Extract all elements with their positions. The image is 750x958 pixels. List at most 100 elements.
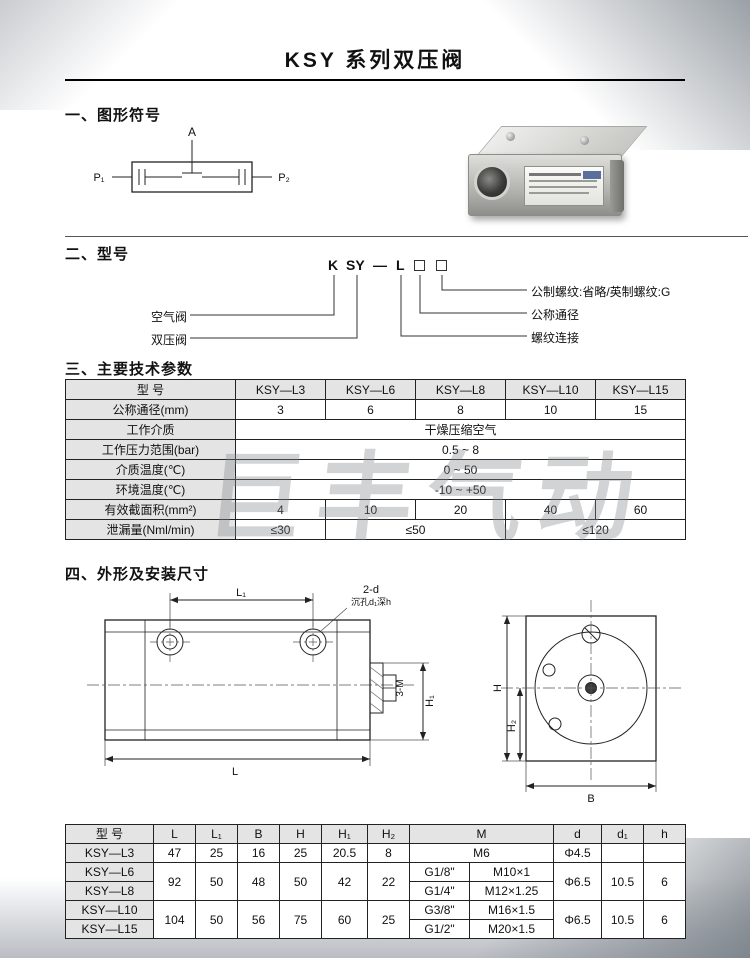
cell: 50: [195, 862, 238, 901]
screw-icon: [506, 132, 515, 141]
model-label-bore: 公称通径: [531, 308, 580, 322]
table-row: 环境温度(℃) -10 ~ +50: [65, 479, 686, 500]
col-header: L₁: [195, 824, 238, 844]
model-option-box: [414, 260, 425, 271]
cell: G1/2": [409, 919, 470, 939]
cell: 10: [325, 499, 416, 520]
side-view-drawing: H H₂ B: [493, 600, 681, 805]
cell: 8: [415, 399, 506, 420]
model-code-lines: [190, 275, 527, 339]
cell: 0 ~ 50: [235, 459, 686, 480]
model-token-sy: SY: [346, 257, 365, 273]
params-table-wrap: 型 号 KSY—L3 KSY—L6 KSY—L8 KSY—L10 KSY—L15…: [65, 379, 686, 540]
product-label-sticker: [524, 166, 604, 206]
col-header: d₁: [601, 824, 644, 844]
cell: G1/4": [409, 881, 470, 901]
background-gradient-top-left: [0, 0, 220, 110]
col-header: h: [643, 824, 686, 844]
cell: 75: [279, 900, 322, 939]
cell: G1/8": [409, 862, 470, 882]
cell: 6: [643, 862, 686, 901]
model-code-diagram: K SY — L 空气阀 双压阀 公制螺纹:省略/英制螺纹:G 公称通径 螺纹连…: [65, 257, 685, 357]
cell: 10.5: [601, 900, 644, 939]
cell: 15: [595, 399, 686, 420]
product-photo-side-face: [610, 160, 624, 212]
cell: -10 ~ +50: [235, 479, 686, 500]
col-header: KSY—L15: [595, 379, 686, 400]
col-header: H₁: [321, 824, 368, 844]
col-header: KSY—L8: [415, 379, 506, 400]
cell: 50: [279, 862, 322, 901]
cell: 干燥压缩空气: [235, 419, 686, 440]
cell: 8: [367, 843, 410, 863]
cell: 25: [195, 843, 238, 863]
table-row: KSY—L6 92 50 48 50 42 22 G1/8" M10×1 Φ6.…: [65, 862, 686, 901]
cell: M6: [409, 843, 554, 863]
pneumatic-symbol-drawing: A P₁ P₂: [93, 125, 290, 193]
col-header: L: [153, 824, 196, 844]
symbol-port-p2-label: P₂: [278, 172, 290, 184]
model-label-double-valve: 双压阀: [151, 333, 188, 347]
row-label: 工作压力范围(bar): [65, 439, 236, 460]
table-row: 工作介质 干燥压缩空气: [65, 419, 686, 440]
cell: [643, 843, 686, 863]
cell: ≤30: [235, 519, 326, 540]
cell: 47: [153, 843, 196, 863]
model-label-thread-note: 公制螺纹:省略/英制螺纹:G: [531, 285, 671, 299]
section-heading-symbols: 一、图形符号: [65, 107, 162, 124]
bolt-label: 3-M: [395, 679, 406, 696]
cell: 40: [505, 499, 596, 520]
section-divider: [65, 236, 748, 237]
table-row: 型 号 KSY—L3 KSY—L6 KSY—L8 KSY—L10 KSY—L15: [65, 379, 686, 400]
row-label: 工作介质: [65, 419, 236, 440]
row-model: KSY—L6: [65, 862, 154, 882]
cell: G3/8": [409, 900, 470, 920]
cell: 3: [235, 399, 326, 420]
col-header: M: [409, 824, 554, 844]
col-header: KSY—L10: [505, 379, 596, 400]
dim-label-l: L: [232, 766, 238, 778]
col-header: B: [237, 824, 280, 844]
table-row: 工作压力范围(bar) 0.5 ~ 8: [65, 439, 686, 460]
col-header: KSY—L6: [325, 379, 416, 400]
table-row: 介质温度(℃) 0 ~ 50: [65, 459, 686, 480]
dim-label-h: H: [493, 684, 504, 692]
cell: 60: [595, 499, 686, 520]
section-heading-model: 二、型号: [65, 246, 130, 263]
cell: Φ6.5: [553, 900, 602, 939]
cell: 4: [235, 499, 326, 520]
table-row: KSY—L3 47 25 16 25 20.5 8 M6 Φ4.5: [65, 843, 686, 863]
row-label: 公称通径(mm): [65, 399, 236, 420]
table-row: 型 号 L L₁ B H H₁ H₂ M d d₁ h: [65, 824, 686, 844]
row-label: 介质温度(℃): [65, 459, 236, 480]
cell: 56: [237, 900, 280, 939]
cell: 104: [153, 900, 196, 939]
section-heading-dimensions: 四、外形及安装尺寸: [65, 566, 210, 583]
cell: 60: [321, 900, 368, 939]
cell: M16×1.5: [469, 900, 554, 920]
row-model: KSY—L8: [65, 881, 154, 901]
label-line: [529, 180, 597, 182]
row-model: KSY—L15: [65, 919, 154, 939]
label-line: [529, 192, 589, 194]
model-option-box: [436, 260, 447, 271]
cell: 10.5: [601, 862, 644, 901]
model-token-k: K: [328, 257, 339, 273]
cell: 16: [237, 843, 280, 863]
table-row: 公称通径(mm) 3 6 8 10 15: [65, 399, 686, 420]
dimension-drawings: L₁ 2-d 沉孔d₁深h: [65, 583, 705, 818]
background-gradient-top-right: [450, 0, 750, 150]
product-photo: [462, 118, 652, 230]
model-label-air-valve: 空气阀: [151, 310, 188, 324]
cell: 20: [415, 499, 506, 520]
label-logo: [583, 171, 601, 179]
counterbore-note: 沉孔d₁深h: [351, 597, 391, 607]
model-token-l: L: [396, 257, 405, 273]
cell: 0.5 ~ 8: [235, 439, 686, 460]
dim-label-l1: L₁: [236, 587, 246, 599]
cell: 48: [237, 862, 280, 901]
dim-label-h2: H₂: [506, 720, 518, 732]
screw-icon: [580, 136, 589, 145]
section-heading-params: 三、主要技术参数: [65, 361, 194, 378]
